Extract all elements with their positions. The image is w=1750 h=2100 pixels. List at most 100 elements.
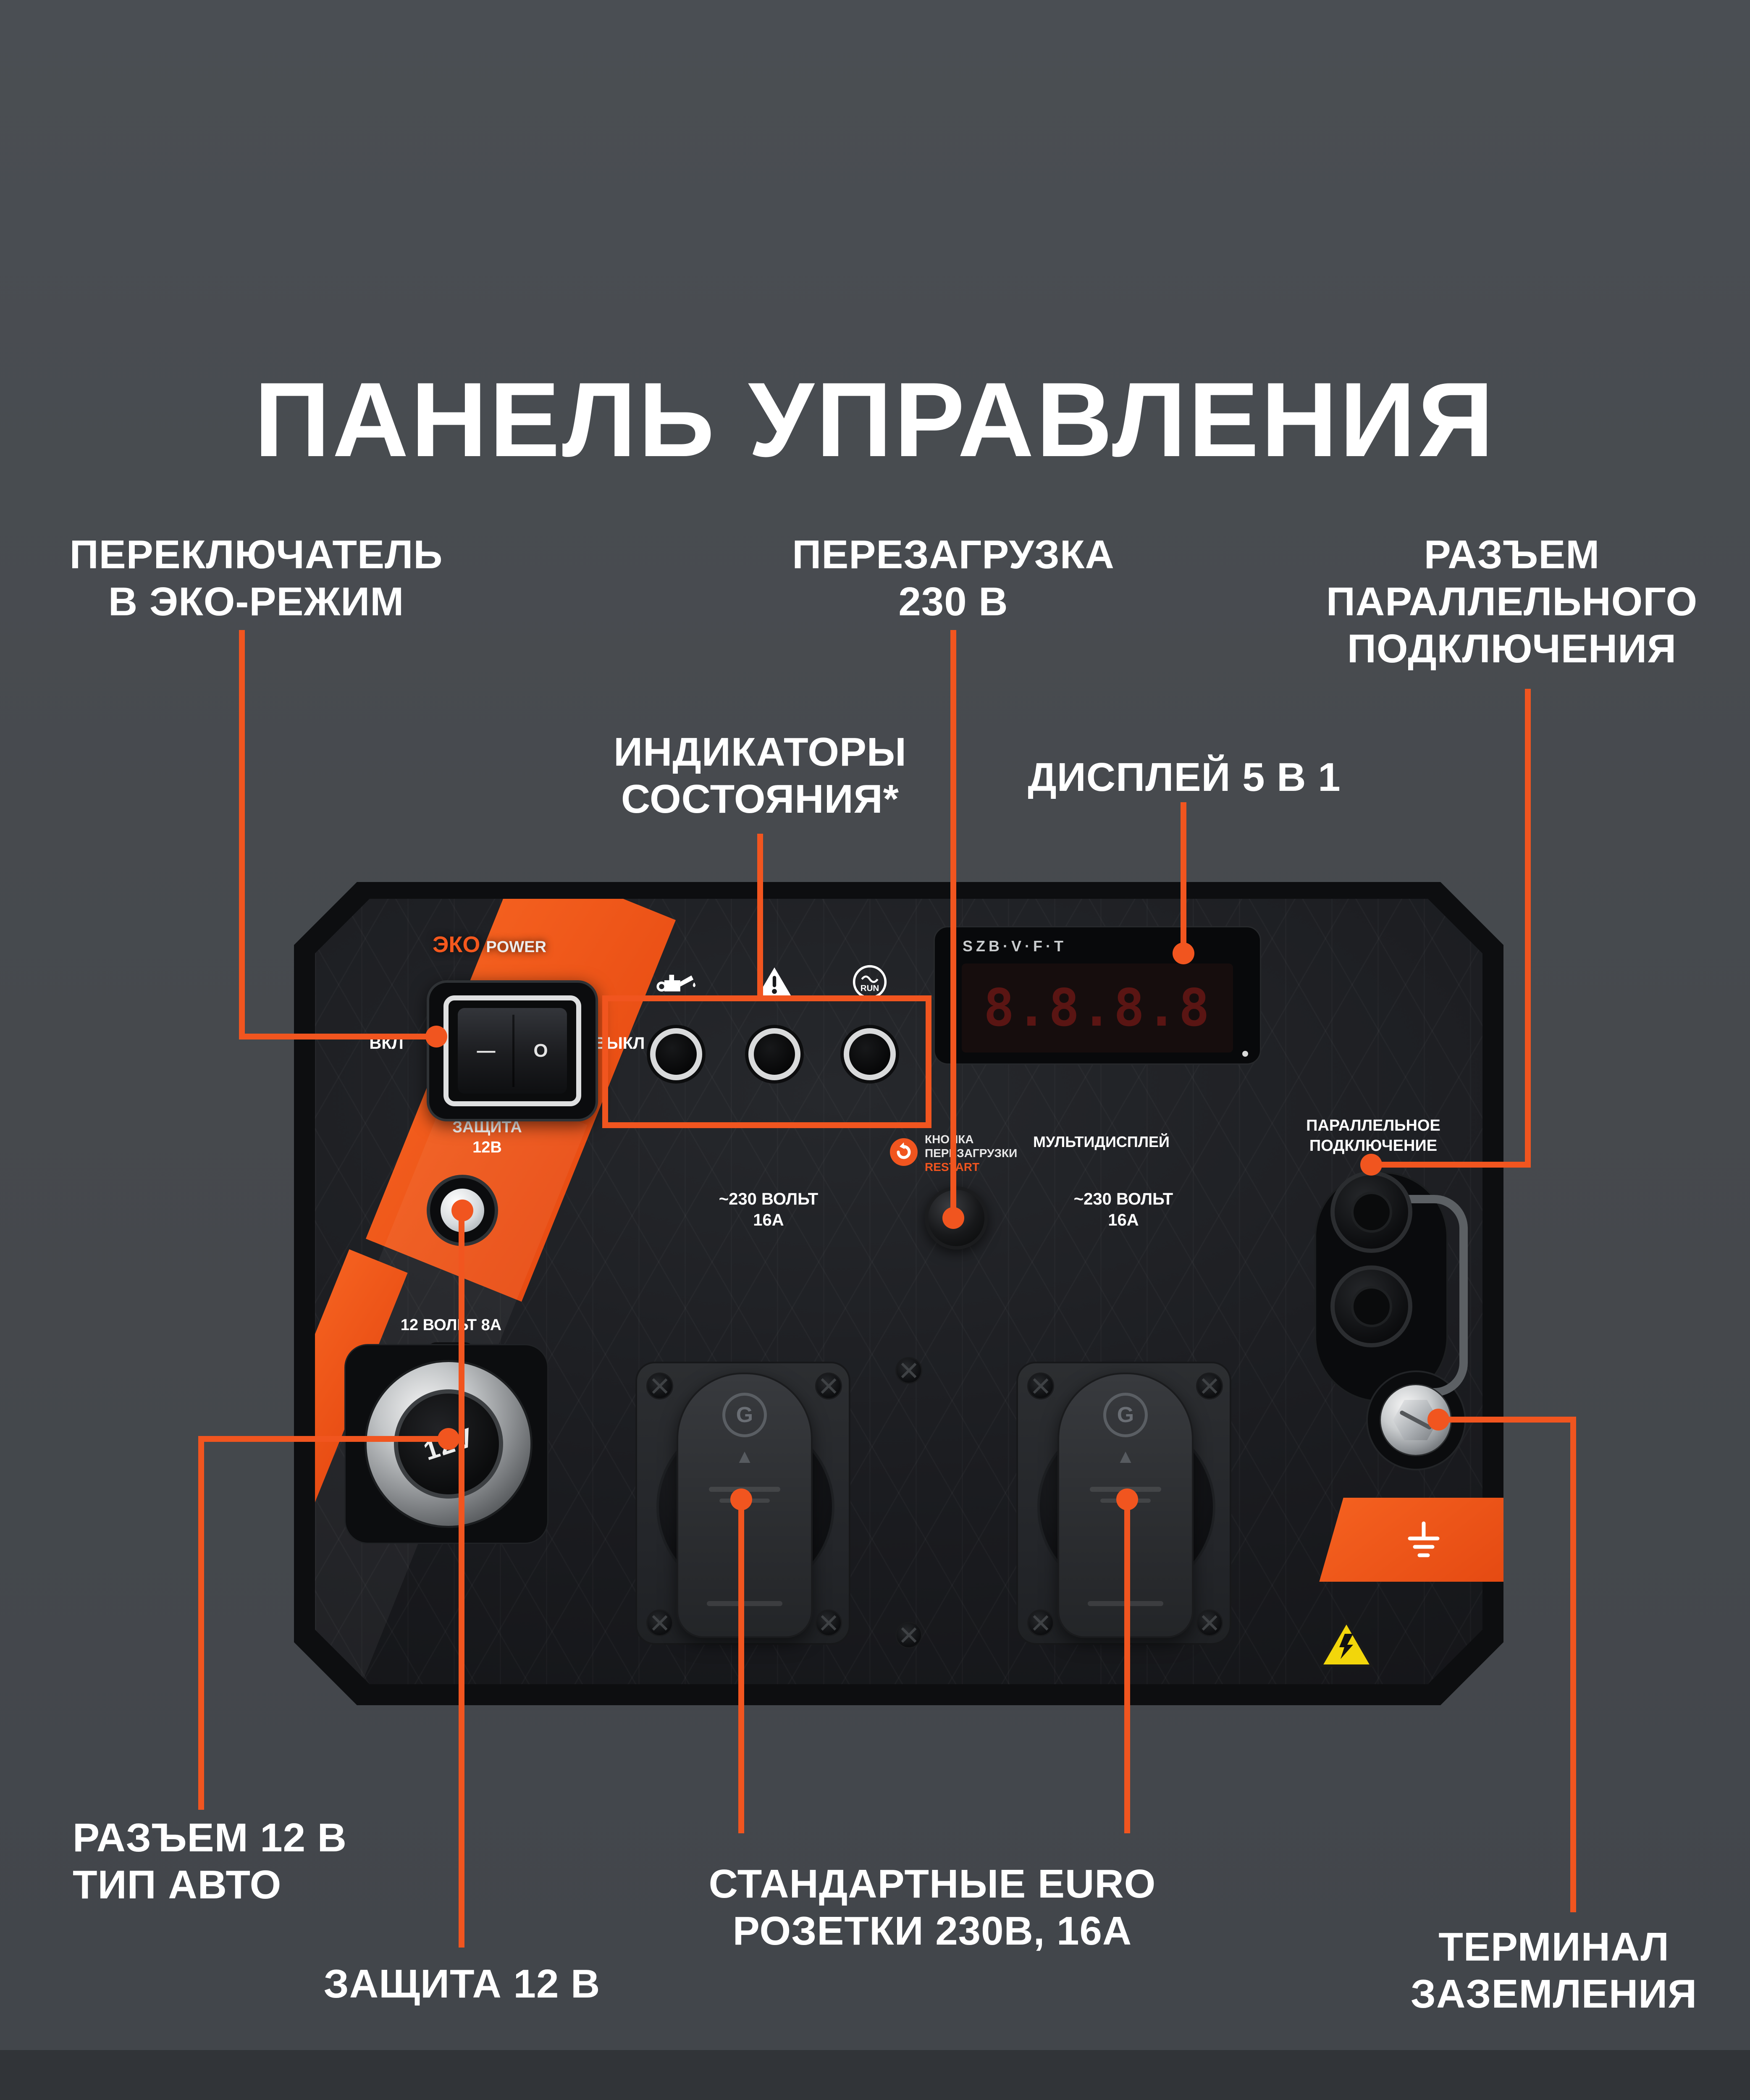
callout-connector-line <box>1525 689 1531 1168</box>
socket-12v-cap: 12V <box>394 1389 503 1499</box>
switch-bezel: — O <box>443 995 581 1106</box>
callout-connector-line <box>738 1499 744 1833</box>
callout-connector-line <box>1369 1162 1531 1168</box>
callout-status-indicators: ИНДИКАТОРЫ СОСТОЯНИЯ* <box>550 729 970 823</box>
callout-text-line: РОЗЕТКИ 230В, 16А <box>732 1908 1132 1953</box>
label-line: 12 ВОЛЬТ 8А <box>400 1316 502 1334</box>
socket-12v: 12V <box>365 1360 533 1528</box>
screw-icon <box>815 1609 842 1636</box>
eco-power-label: ЭКО POWER <box>433 932 546 958</box>
label-line: КНОПКА <box>925 1133 974 1146</box>
run-icon: RUN <box>853 965 887 999</box>
socket-230v-label-left: ~230 ВОЛЬТ 16А <box>701 1189 836 1231</box>
multifunction-display: SZB·V·F·T 8.8.8.8 <box>934 926 1261 1065</box>
callout-connector-line <box>198 1436 449 1442</box>
screw-icon <box>1196 1609 1223 1636</box>
callout-text-line: ПЕРЕКЛЮЧАТЕЛЬ <box>69 532 443 577</box>
warning-icon <box>758 967 791 996</box>
brand-logo: G <box>722 1393 767 1437</box>
screw-icon <box>646 1373 673 1399</box>
parallel-connection-label: ПАРАЛЛЕЛЬНОЕ ПОДКЛЮЧЕНИЕ <box>1281 1116 1466 1156</box>
callout-connector-line <box>239 630 245 1040</box>
callout-text-line: ДИСПЛЕЙ 5 В 1 <box>1028 755 1341 800</box>
parallel-port-bail <box>1405 1195 1468 1396</box>
callout-connector-dot <box>1360 1154 1382 1176</box>
display-led <box>1242 1051 1248 1057</box>
screw-icon <box>895 1357 922 1384</box>
callout-text-line: ТИП АВТО <box>73 1862 282 1907</box>
callout-connector-dot <box>451 1200 473 1221</box>
callout-text-line: СОСТОЯНИЯ* <box>621 777 899 822</box>
callout-text-line: В ЭКО-РЕЖИМ <box>108 579 404 624</box>
label-line: RESTART <box>925 1160 1017 1174</box>
callout-text-line: ПАРАЛЛЕЛЬНОГО <box>1326 579 1698 624</box>
screw-icon <box>895 1622 922 1648</box>
rocker-off-mark: O <box>533 1040 548 1061</box>
label-line: ПЕРЕЗАГРУЗКИ <box>925 1147 1018 1160</box>
callout-text-line: РАЗЪЕМ <box>1424 532 1600 577</box>
run-icon-text: RUN <box>861 983 879 993</box>
eco-mode-switch: — O <box>427 980 598 1121</box>
label-line: 16А <box>753 1211 784 1229</box>
display-window: 8.8.8.8 <box>962 963 1233 1053</box>
callout-text-line: ЗАЗЕМЛЕНИЯ <box>1410 1971 1698 2016</box>
label-line: 16А <box>1108 1211 1139 1229</box>
callout-display-5in1: ДИСПЛЕЙ 5 В 1 <box>974 754 1394 801</box>
ground-symbol-patch <box>1319 1498 1503 1582</box>
callout-connector-dot <box>1427 1409 1449 1431</box>
display-legend: SZB·V·F·T <box>963 937 1067 955</box>
restart-icon <box>890 1138 918 1166</box>
label-line: ~230 ВОЛЬТ <box>1073 1190 1173 1208</box>
callout-socket-12v: РАЗЪЕМ 12 В ТИП АВТО <box>73 1814 451 1908</box>
callout-protection-12v: ЗАЩИТА 12 В <box>252 1961 672 2008</box>
label-line: ЗАЩИТА <box>452 1118 522 1136</box>
callout-connector-line <box>1124 1499 1130 1833</box>
callout-connector-line <box>1181 802 1186 953</box>
callout-connector-line <box>198 1436 204 1810</box>
cert-triangle-icon <box>1116 1445 1135 1467</box>
callout-connector-dot <box>1173 942 1194 964</box>
multidisplay-label: МУЛЬТИДИСПЛЕЙ <box>1033 1133 1170 1150</box>
screw-icon <box>1196 1373 1223 1399</box>
cover-print <box>707 1601 782 1606</box>
callout-connector-line <box>950 630 956 1218</box>
callout-text-line: ЗАЩИТА 12 В <box>323 1961 601 2006</box>
callout-text-line: 230 В <box>898 579 1008 624</box>
callout-connector-dot <box>942 1207 964 1229</box>
socket-12v-label: 12 ВОЛЬТ 8А <box>349 1316 525 1334</box>
eco-label: ЭКО <box>433 932 480 957</box>
callout-eco-switch: ПЕРЕКЛЮЧАТЕЛЬ В ЭКО-РЕЖИМ <box>25 531 487 625</box>
callout-euro-sockets: СТАНДАРТНЫЕ EURO РОЗЕТКИ 230В, 16А <box>659 1861 1205 1955</box>
callout-connector-line <box>459 1210 464 1948</box>
electric-hazard-sticker <box>1319 1620 1374 1667</box>
callout-connector-dot <box>438 1428 459 1450</box>
power-label: POWER <box>486 938 546 956</box>
page-title: ПАНЕЛЬ УПРАВЛЕНИЯ <box>254 361 1496 479</box>
callout-connector-dot <box>1116 1488 1138 1510</box>
callout-text-line: ПОДКЛЮЧЕНИЯ <box>1347 626 1677 671</box>
rocker-on-mark: — <box>477 1040 496 1061</box>
display-digits: 8.8.8.8 <box>983 978 1212 1038</box>
callout-connector-line <box>1436 1417 1576 1423</box>
callout-connector-line <box>757 834 763 995</box>
label-line: ПОДКЛЮЧЕНИЕ <box>1309 1137 1438 1155</box>
ground-symbol-icon <box>1408 1521 1440 1557</box>
screw-icon <box>646 1609 673 1636</box>
callout-text-line: ТЕРМИНАЛ <box>1438 1924 1669 1969</box>
parallel-port <box>1330 1171 1412 1253</box>
screw-icon <box>1027 1609 1054 1636</box>
callout-ground-terminal: ТЕРМИНАЛ ЗАЗЕМЛЕНИЯ <box>1365 1924 1743 2018</box>
callout-connector-dot <box>425 1026 447 1047</box>
brand-logo: G <box>1103 1393 1148 1437</box>
callout-text-line: СТАНДАРТНЫЕ EURO <box>708 1861 1156 1906</box>
label-line: ~230 ВОЛЬТ <box>719 1190 819 1208</box>
callout-text-line: ПЕРЕЗАГРУЗКА <box>792 532 1115 577</box>
callout-text-line: ИНДИКАТОРЫ <box>614 730 907 774</box>
screw-icon <box>1027 1373 1054 1399</box>
legend-band: Индикаторы состояния: * Индикатор масла … <box>0 2050 1750 2100</box>
callout-restart-230v: ПЕРЕЗАГРУЗКА 230 В <box>743 531 1163 625</box>
protection-12v-label: ЗАЩИТА 12В <box>424 1117 550 1158</box>
indicators-highlight-box <box>602 995 931 1128</box>
callout-connector-line <box>239 1034 442 1040</box>
